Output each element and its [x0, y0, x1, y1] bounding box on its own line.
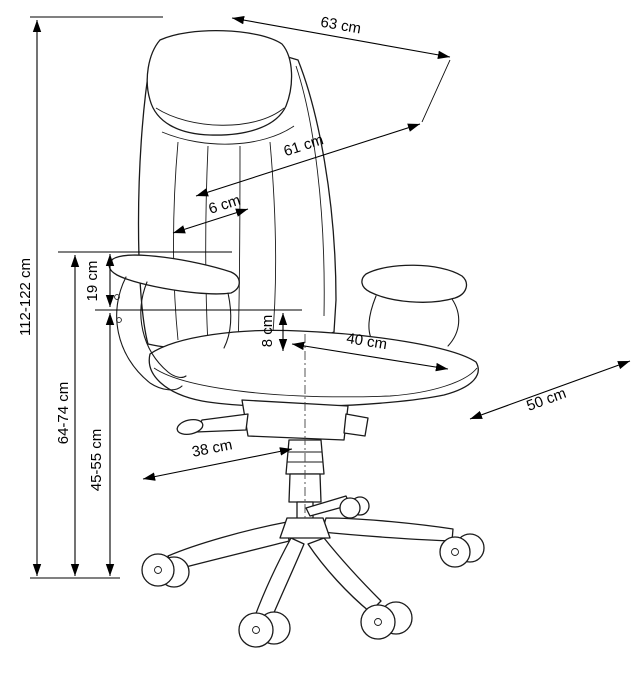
extension-lines — [30, 16, 451, 579]
chair-headrest — [146, 30, 293, 136]
dim-base-leg-span-label: 38 cm — [190, 436, 233, 460]
chair-seat — [148, 329, 479, 408]
dim-armrest-above-seat-label: 19 cm — [84, 261, 101, 302]
dim-backrest-top-width: 63 cm — [231, 14, 451, 60]
dim-seat-width-label: 40 cm — [345, 330, 388, 353]
chair-tilt-mechanism — [176, 399, 369, 441]
chair-armrest-left — [108, 254, 240, 391]
dim-seat-floor-height-label: 45-55 cm — [88, 429, 105, 492]
dim-overall-height-label: 112-122 cm — [17, 258, 34, 336]
dim-base-leg-span: 38 cm — [142, 436, 293, 481]
dim-seat-width: 40 cm — [291, 330, 449, 372]
dim-seat-floor-height: 45-55 cm — [88, 313, 115, 576]
dim-armrest-floor-height: 64-74 cm — [55, 255, 80, 576]
chair-armrest-right — [361, 264, 468, 347]
dim-seat-thickness-label: 8 cm — [259, 315, 276, 348]
dim-overall-height: 112-122 cm — [17, 20, 42, 576]
dim-seat-depth: 50 cm — [469, 360, 631, 420]
dim-seat-thickness: 8 cm — [259, 313, 288, 351]
dim-armrest-above-seat: 19 cm — [84, 254, 115, 307]
chair-base — [167, 495, 454, 623]
dim-armrest-floor-height-label: 64-74 cm — [55, 382, 72, 445]
chair-drawing — [108, 30, 485, 648]
chair-casters — [141, 496, 485, 648]
dim-seat-depth-label: 50 cm — [524, 385, 568, 415]
dim-backrest-top-width-label: 63 cm — [319, 14, 362, 38]
